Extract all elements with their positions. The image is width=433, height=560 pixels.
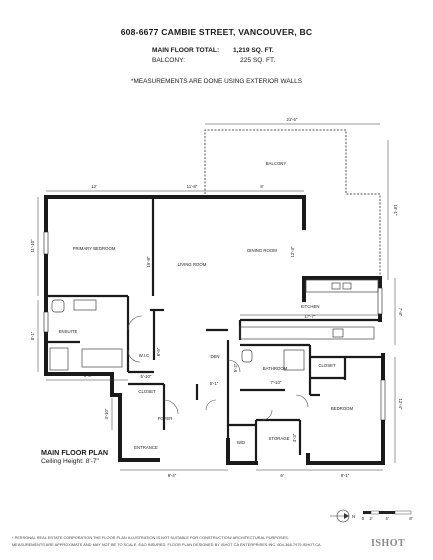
dim-bathroom-width: 7'-10"	[271, 380, 282, 385]
label-closet-left: CLOSET	[138, 389, 156, 394]
label-entrance: ENTRANCE	[134, 445, 158, 450]
plan-title: MAIN FLOOR PLAN	[41, 448, 109, 457]
scale-label-0: 0	[362, 516, 365, 521]
scale-label-4: 4'	[385, 516, 388, 521]
footer-disclaimer-1: * PERSONAL REAL ESTATE CORPORATION THE F…	[12, 535, 289, 540]
label-den: DEN	[210, 354, 219, 359]
label-kitchen: KITCHEN	[301, 304, 320, 309]
dim-living-height: 15'-8"	[146, 256, 151, 267]
dim-storage-height: 4'-3"	[292, 433, 297, 442]
dim-ensuite-width: 8'-8"	[84, 373, 93, 378]
label-living-room: LIVING ROOM	[178, 262, 207, 267]
measurement-note: *MEASUREMENTS ARE DONE USING EXTERIOR WA…	[131, 78, 302, 85]
label-storage: STORAGE	[269, 436, 290, 441]
footer-disclaimer-2: MEASUREMENTS ARE APPROXIMATE AND MAY NOT…	[12, 542, 321, 547]
balcony-outline	[204, 129, 381, 290]
label-wic: W.I.C	[139, 353, 150, 358]
label-ensuite: ENSUITE	[59, 329, 78, 334]
windows	[43, 231, 386, 421]
label-primary-bedroom: PRIMARY BEDROOM	[73, 246, 116, 251]
ensuite-fixtures	[49, 299, 123, 371]
dim-primary-height: 11'-10"	[30, 239, 35, 252]
kitchen-counters	[239, 279, 379, 340]
address-title: 608-6677 CAMBIE STREET, VANCOUVER, BC	[120, 27, 313, 37]
dim-bottom-right: 9'-1"	[341, 473, 350, 478]
scale-label-8: 8'	[409, 516, 412, 521]
dim-bottom-left: 8'-4"	[168, 473, 177, 478]
scale-bar	[363, 510, 412, 515]
dim-primary-width: 12'	[91, 184, 97, 189]
ishot-logo: ISHOT	[371, 538, 406, 549]
ceiling-height: Ceiling Height: 8'-7"	[41, 458, 99, 465]
label-balcony: BALCONY	[266, 161, 287, 166]
label-bathroom: BATHROOM	[263, 366, 288, 371]
dim-living-width: 11'-8"	[187, 184, 198, 189]
dim-kitchen-height: 7'-8"	[398, 308, 403, 317]
dim-bathroom-height: 5'-2"	[233, 363, 238, 372]
main-floor-value: 1,219 SQ. FT.	[233, 47, 274, 54]
bathroom-fixtures	[241, 349, 305, 371]
dim-ensuite-height: 8'-1"	[30, 331, 35, 340]
label-foyer: FOYER	[158, 416, 173, 421]
dim-bedroom-height: 12'-4"	[398, 399, 403, 410]
balcony-area-label: BALCONY:	[152, 57, 185, 64]
label-wd: W/D	[237, 440, 245, 445]
label-dining-room: DINING ROOM	[247, 248, 277, 253]
balcony-area-value: 225 SQ. FT.	[240, 57, 276, 64]
dim-foyer-height: 3'-10"	[104, 408, 109, 419]
dim-den-width: 5'-1"	[210, 381, 219, 386]
north-arrow-icon	[330, 509, 350, 523]
north-label: N	[352, 514, 355, 519]
scale-label-2: 2'	[369, 516, 372, 521]
main-floor-label: MAIN FLOOR TOTAL:	[152, 47, 220, 54]
dimension-lines	[37, 123, 396, 471]
dim-wic-height: 6'-5"	[156, 347, 161, 356]
dim-bottom-mid: 6'	[280, 473, 283, 478]
dim-dining-height: 12'-3"	[290, 246, 295, 257]
dim-wic-width: 5'-10"	[141, 374, 152, 379]
dim-balcony-right: 18'-1"	[393, 205, 398, 216]
door-swings	[127, 315, 309, 421]
dim-balcony-top: 21'-5"	[287, 117, 298, 122]
label-bedroom: BEDROOM	[331, 406, 354, 411]
label-closet-right: CLOSET	[318, 363, 336, 368]
dim-dining-width: 8'	[260, 184, 263, 189]
dim-kitchen-width: 17'-7"	[305, 314, 316, 319]
